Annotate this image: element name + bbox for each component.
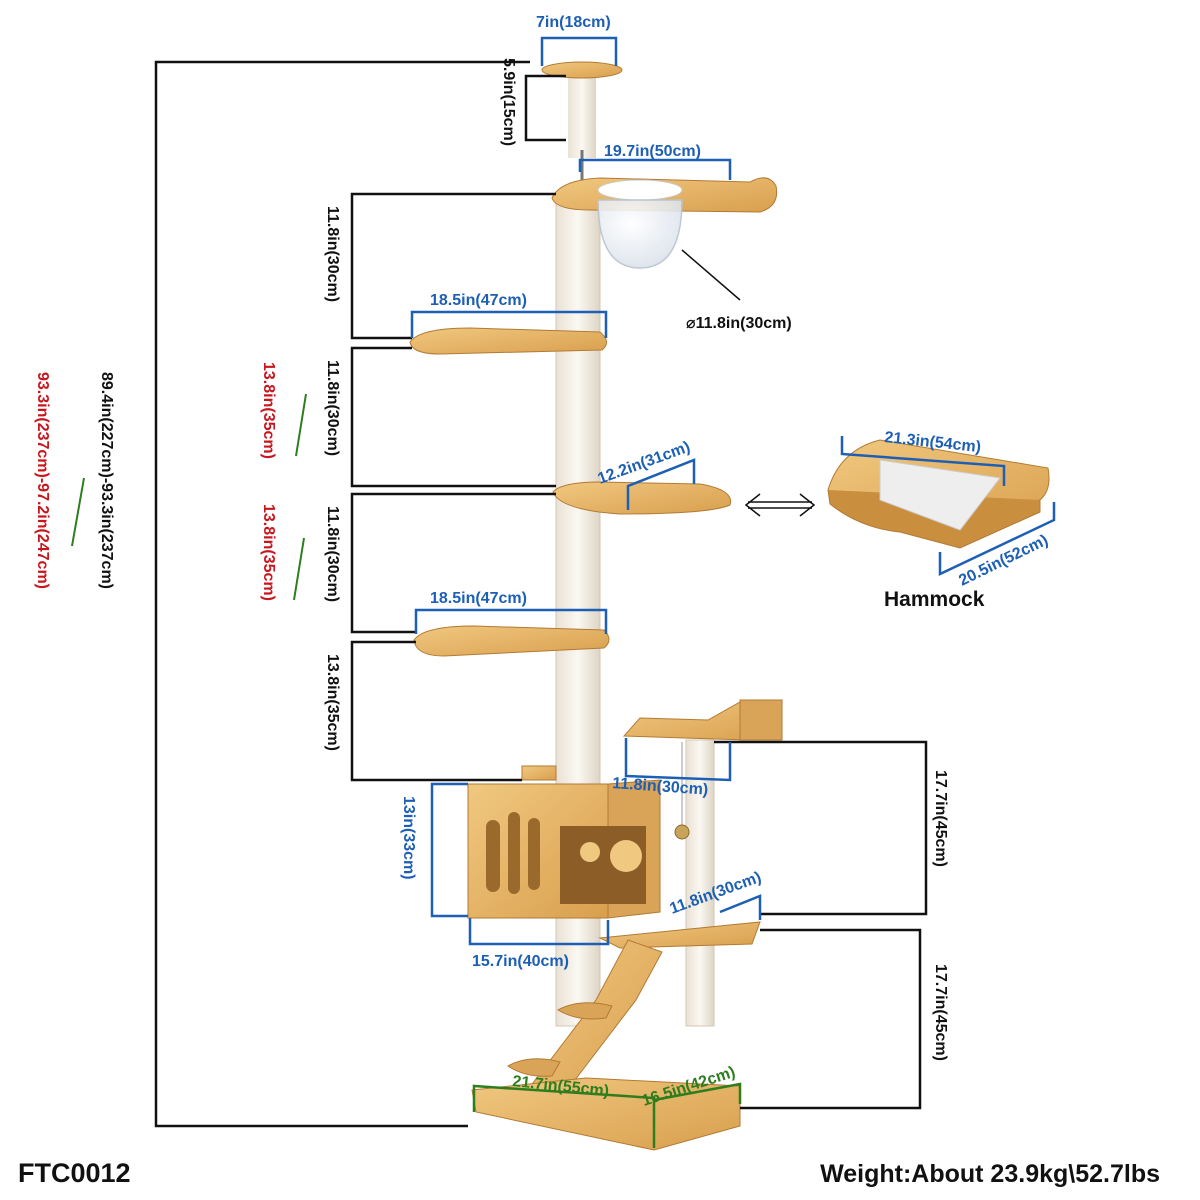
platform-3 xyxy=(413,625,610,657)
platform-1 xyxy=(409,327,607,355)
swap-arrow xyxy=(744,493,816,517)
capsule-bubble xyxy=(597,199,683,269)
total-height-alt-label: 93.3in(237cm)-97.2in(247cm) xyxy=(34,372,51,589)
platform-1-width-label: 18.5in(47cm) xyxy=(430,292,527,309)
basket-width-label: 11.8in(30cm) xyxy=(612,775,709,799)
gap-1-label: 11.8in(30cm) xyxy=(324,206,341,302)
basket xyxy=(622,699,784,741)
weight-label: Weight:About 23.9kg\52.7lbs xyxy=(820,1160,1160,1188)
dimension-lines xyxy=(71,36,1056,1148)
toy-ball xyxy=(674,824,690,840)
capsule-opening xyxy=(597,179,683,201)
capsule-diameter-label: ⌀11.8in(30cm) xyxy=(686,315,792,332)
capsule-platform-width-label: 19.7in(50cm) xyxy=(604,143,701,160)
ledge xyxy=(521,765,557,781)
top-perch-width-label: 7in(18cm) xyxy=(536,14,611,31)
side-post xyxy=(685,739,715,1027)
top-post xyxy=(568,74,596,158)
gap-3-label: 11.8in(30cm) xyxy=(324,506,341,602)
total-height-label: 89.4in(227cm)-93.3in(237cm) xyxy=(98,372,115,589)
gap-4-label: 13.8in(35cm) xyxy=(324,654,341,751)
condo-height-label: 13in(33cm) xyxy=(400,796,417,880)
condo-width-label: 15.7in(40cm) xyxy=(472,953,569,970)
product-code: FTC0012 xyxy=(18,1158,131,1188)
hammock-title: Hammock xyxy=(884,588,985,611)
gap-2-alt-label: 13.8in(35cm) xyxy=(260,362,277,459)
condo-box xyxy=(467,779,661,919)
side-platform xyxy=(598,921,761,949)
top-post-height-label: 5.9in(15cm) xyxy=(500,58,517,146)
step-1 xyxy=(556,1002,613,1020)
step-2 xyxy=(507,1058,561,1077)
lower-side-height-label: 17.7in(45cm) xyxy=(932,964,949,1061)
side-platform-width-label: 11.8in(30cm) xyxy=(668,869,764,918)
upper-side-height-label: 17.7in(45cm) xyxy=(932,770,949,867)
gap-2-label: 11.8in(30cm) xyxy=(324,360,341,456)
top-perch xyxy=(541,61,623,79)
gap-3-alt-label: 13.8in(35cm) xyxy=(260,504,277,601)
platform-3-width-label: 18.5in(47cm) xyxy=(430,590,527,607)
platform-2 xyxy=(552,481,732,515)
